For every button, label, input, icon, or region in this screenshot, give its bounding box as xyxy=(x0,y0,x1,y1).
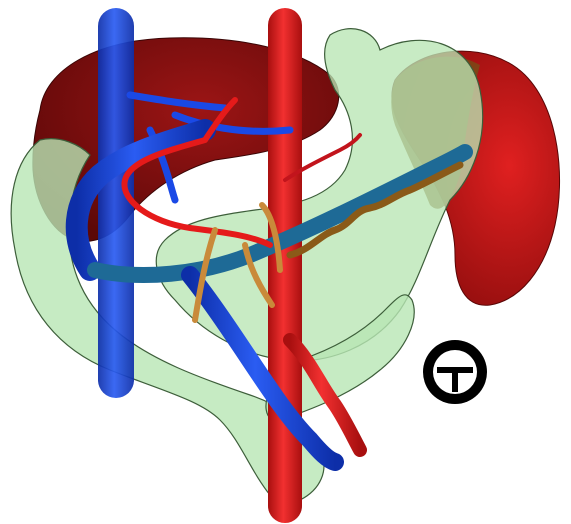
aorta xyxy=(268,8,302,523)
inferior-vena-cava xyxy=(98,8,134,398)
publisher-logo xyxy=(423,340,487,404)
